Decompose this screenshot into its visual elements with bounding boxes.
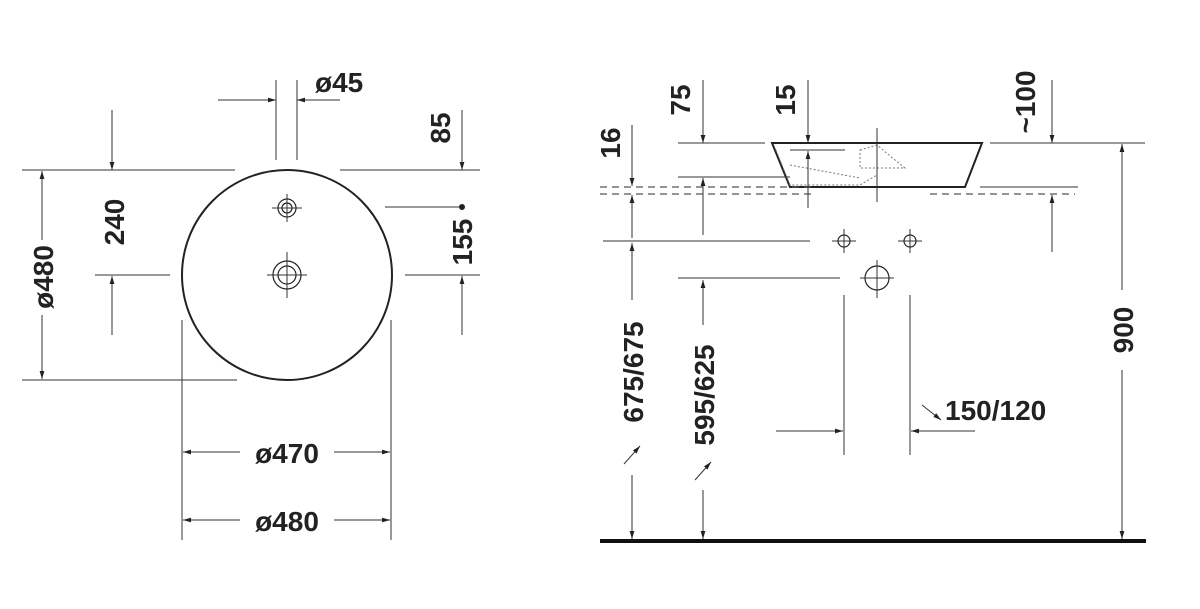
label-overall-diameter-side: ø480: [28, 245, 59, 309]
dim-counter-height: 900: [1108, 144, 1139, 539]
dim-tap-hole-diameter: ø45: [218, 67, 363, 160]
dim-tap-spacing: 150/120: [776, 295, 1046, 455]
label-counter-height: 900: [1108, 307, 1139, 354]
tap-hole-left-icon: [832, 229, 856, 253]
label-basin-height: 75: [665, 84, 696, 115]
dim-drain-height: 595/625: [678, 277, 840, 539]
basin-outline: [181, 169, 393, 381]
dim-tap-to-drain: 155: [385, 204, 480, 335]
label-drain-height: 595/625: [689, 344, 720, 445]
side-view: 16 75 15 ~100 900: [595, 70, 1146, 543]
dim-overall-diameter-bottom: ø480: [183, 506, 390, 537]
label-inner-diameter: ø470: [255, 438, 319, 469]
dim-tap-height: 675/675: [603, 240, 810, 539]
dim-overall-diameter-side: ø480: [22, 171, 237, 381]
dim-edge-to-tap: 85: [340, 110, 480, 171]
dim-approx-depth: ~100: [990, 70, 1145, 252]
label-overflow-gap: 16: [595, 127, 626, 158]
tap-hole-icon: [272, 194, 302, 222]
dim-overflow-gap: 16: [595, 125, 635, 238]
drain-icon: [267, 252, 307, 298]
label-rim-thickness: 15: [770, 84, 801, 115]
basin-profile: [770, 142, 984, 188]
tap-hole-right-icon: [898, 229, 922, 253]
label-tap-to-drain: 155: [447, 219, 478, 266]
dim-inner-diameter: ø470: [181, 320, 392, 540]
wall-drain-icon: [860, 260, 894, 298]
label-edge-to-tap: 85: [425, 112, 456, 143]
label-approx-depth: ~100: [1010, 70, 1041, 133]
label-tap-hole-offset: 240: [99, 199, 130, 246]
label-tap-height: 675/675: [618, 321, 649, 422]
dim-rim-thickness: 15: [770, 80, 845, 208]
dim-basin-height: 75: [665, 80, 790, 235]
dim-tap-hole-offset: 240: [22, 110, 235, 335]
label-tap-hole-diameter: ø45: [315, 67, 363, 98]
top-view: ø45 240 ø480 85: [22, 67, 480, 540]
label-overall-diameter-bottom: ø480: [255, 506, 319, 537]
label-tap-spacing: 150/120: [945, 395, 1046, 426]
